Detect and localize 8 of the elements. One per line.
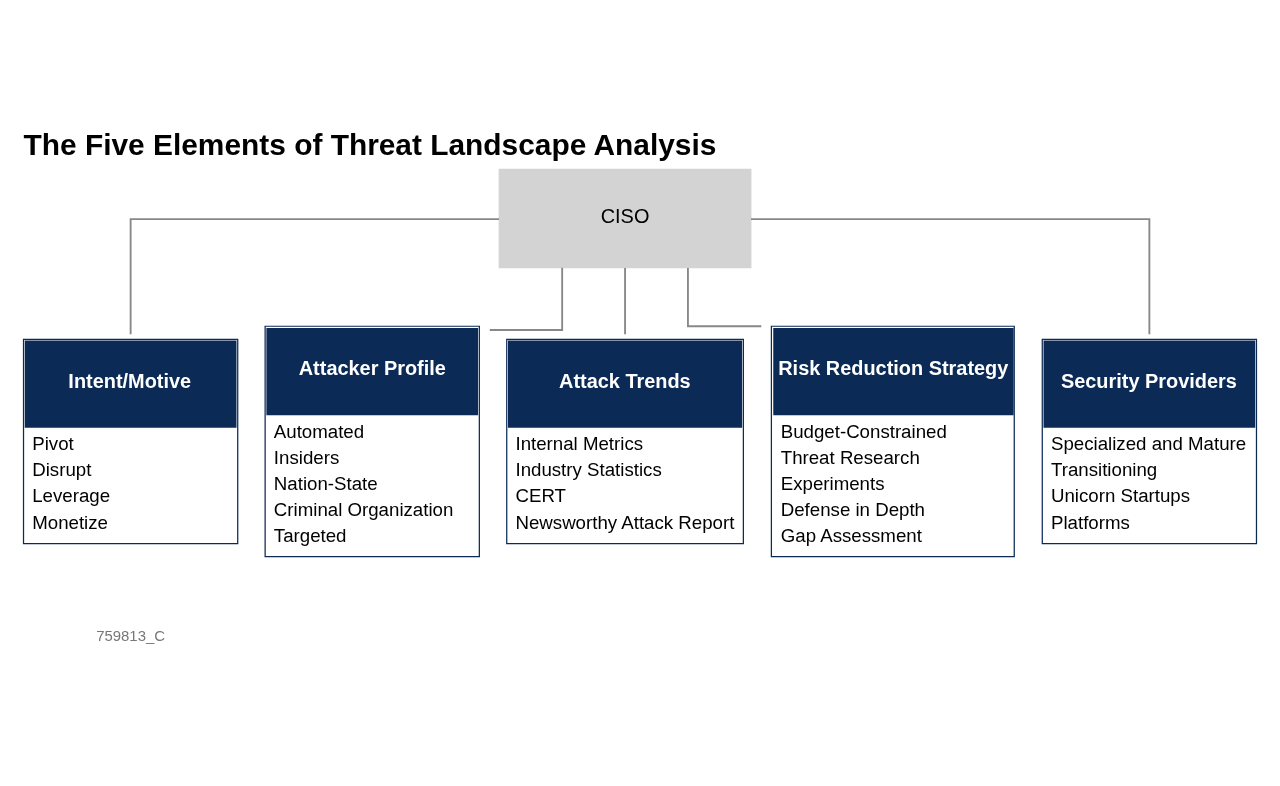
connector <box>129 217 500 335</box>
node-box: CISO <box>498 168 752 268</box>
label: 759813_C <box>96 626 166 644</box>
connector <box>687 266 763 327</box>
connector <box>624 266 626 335</box>
diagram-title: The Five Elements of Threat Landscape Analysis <box>23 127 717 161</box>
connector <box>750 217 1151 335</box>
connector <box>488 266 564 331</box>
